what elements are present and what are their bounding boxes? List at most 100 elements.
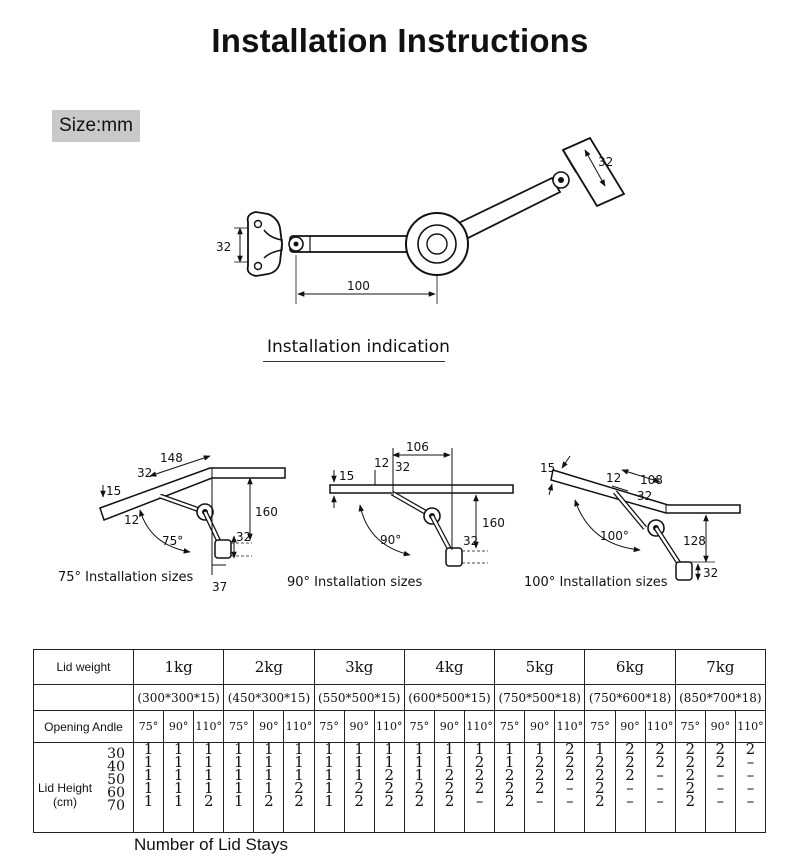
stay-count: 1 <box>504 753 515 771</box>
weight-size-4kg: (600*500*15) <box>403 684 496 711</box>
angle-4kg-1: 90° <box>433 710 466 743</box>
weight-7kg: 7kg <box>674 649 767 685</box>
stay-count: 1 <box>324 779 334 797</box>
angle-2kg-0: 75° <box>223 710 255 743</box>
view-100-angle: 100° <box>600 529 629 543</box>
view-90-label: 90° Installation sizes <box>287 575 423 590</box>
angle-2kg-1: 90° <box>253 710 285 743</box>
stay-count: 1 <box>354 766 364 784</box>
upper-arm <box>438 171 570 250</box>
lower-arm <box>288 235 411 253</box>
table-footer-caption: Number of Lid Stays <box>134 835 289 854</box>
stay-count: – <box>746 792 755 810</box>
angle-6kg-1: 90° <box>614 710 646 743</box>
view-90-dim-a: 106 <box>406 440 429 454</box>
stay-count: – <box>716 766 725 784</box>
stay-count: 2 <box>294 779 304 797</box>
size-unit-badge: Size:mm <box>52 110 140 142</box>
stay-count: – <box>566 792 574 810</box>
view-90-dim-c: 32 <box>395 460 410 474</box>
hub-wheel <box>405 212 469 276</box>
stay-count: 2 <box>504 792 515 810</box>
stay-count: 2 <box>685 766 695 784</box>
weight-3kg: 3kg <box>313 649 405 685</box>
angle-7kg-2: 110° <box>734 710 767 743</box>
angle-3kg-2: 110° <box>373 710 405 743</box>
angle-1kg-0: 75° <box>132 710 165 743</box>
view-100-dim-c: 108 <box>640 473 663 487</box>
stay-count: 1 <box>294 740 304 758</box>
stay-count: 2 <box>565 766 575 784</box>
installation-indication-underline <box>263 361 445 362</box>
installation-indication-label: Installation indication <box>267 337 450 357</box>
stay-count: 2 <box>625 753 635 771</box>
stay-count: 1 <box>414 766 425 784</box>
stay-count: 1 <box>595 740 605 758</box>
stay-count: 1 <box>143 779 154 797</box>
view-90-dim-e: 160 <box>482 516 505 530</box>
stay-count: 2 <box>474 766 485 784</box>
stay-count: – <box>626 779 634 797</box>
stay-count: 1 <box>173 740 184 758</box>
stay-count: – <box>746 753 755 771</box>
view-100-dim-e: 128 <box>683 534 706 548</box>
view-75-dim-g: 37 <box>212 580 227 594</box>
stay-count: 1 <box>354 740 364 758</box>
stay-count: 2 <box>414 779 425 797</box>
stay-count: – <box>475 792 484 810</box>
dim-line-top-32 <box>584 149 606 187</box>
stay-count: 1 <box>294 766 304 784</box>
weight-size-5kg: (750*500*18) <box>494 684 586 711</box>
stay-count: 2 <box>534 753 545 771</box>
weight-1kg: 1kg <box>132 649 225 685</box>
stay-count: 1 <box>234 792 244 810</box>
stay-count: 2 <box>474 779 485 797</box>
stay-count: 1 <box>173 792 184 810</box>
stay-count: 2 <box>384 766 395 784</box>
height-30: 30 <box>107 746 125 762</box>
stay-count: 1 <box>414 753 425 771</box>
view-90-dim-d: 15 <box>339 469 354 483</box>
stay-count-cell: 2–––– <box>734 742 767 833</box>
view-100-dim-b: 12 <box>606 471 621 485</box>
stay-count: 2 <box>625 740 635 758</box>
stay-count: 2 <box>685 792 695 810</box>
view-100-label: 100° Installation sizes <box>524 575 668 590</box>
stay-count: 2 <box>625 766 635 784</box>
stay-count: 2 <box>504 779 515 797</box>
view-90-angle: 90° <box>380 533 401 547</box>
stay-count: 1 <box>384 753 395 771</box>
angle-6kg-0: 75° <box>584 710 616 743</box>
view-75-drawing <box>99 455 286 575</box>
dim-100: 100 <box>347 279 370 293</box>
stay-count: 2 <box>595 792 605 810</box>
view-75-dim-f: 32 <box>236 530 251 544</box>
stay-count: 2 <box>384 779 395 797</box>
stay-count: 2 <box>354 779 364 797</box>
stay-count: 1 <box>264 740 274 758</box>
weight-size-7kg: (850*700*18) <box>674 684 767 711</box>
stay-count: 2 <box>565 740 575 758</box>
stay-count: 1 <box>234 740 244 758</box>
stay-count: 1 <box>203 753 214 771</box>
weight-2kg: 2kg <box>223 649 315 685</box>
stay-count: 2 <box>655 740 665 758</box>
stay-count: – <box>656 766 664 784</box>
view-100-drawing <box>547 455 741 581</box>
lid-height-cell: Lid Height (cm) 30 40 50 60 70 <box>33 742 134 833</box>
stay-count: 2 <box>685 740 695 758</box>
view-90-drawing <box>329 448 514 567</box>
stay-count: – <box>716 779 725 797</box>
stay-count: 1 <box>203 740 214 758</box>
stay-count: 1 <box>324 740 334 758</box>
stay-count: – <box>746 779 755 797</box>
